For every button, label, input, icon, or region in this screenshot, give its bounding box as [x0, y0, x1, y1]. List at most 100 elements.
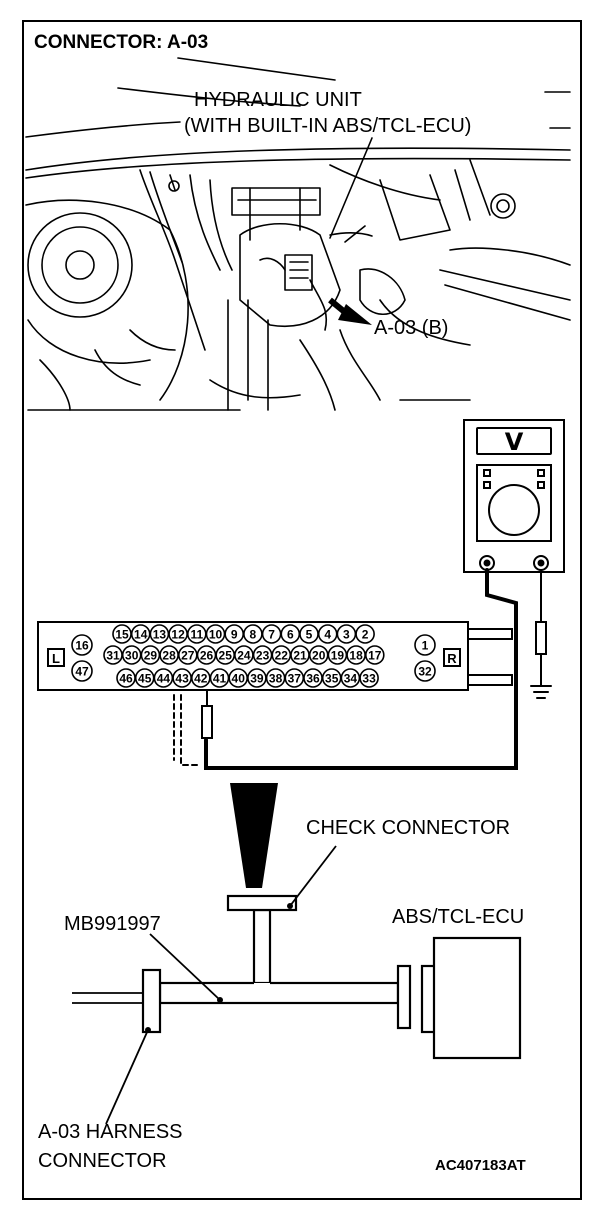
pin-2: 2 — [355, 624, 375, 644]
harness-connector-label-line2: CONNECTOR — [38, 1150, 167, 1172]
pin-8-label: 8 — [250, 628, 257, 642]
pin-17: 17 — [364, 645, 385, 665]
pin-10-label: 10 — [209, 628, 223, 642]
pin-14: 14 — [130, 624, 151, 644]
pin-20: 20 — [308, 645, 329, 665]
pin-11: 11 — [187, 624, 207, 644]
meter-voltage-symbol: V — [505, 428, 524, 456]
pin-37-label: 37 — [288, 672, 302, 686]
pin-39-label: 39 — [250, 672, 264, 686]
pin-24-label: 24 — [237, 649, 251, 663]
pin-42-label: 42 — [194, 672, 208, 686]
pin-40: 40 — [228, 668, 248, 688]
check-connector-label: CHECK CONNECTOR — [306, 817, 511, 839]
pin-13: 13 — [149, 624, 170, 644]
pin-33: 33 — [359, 668, 379, 688]
pin-6: 6 — [280, 624, 301, 644]
pin-29: 29 — [140, 645, 161, 665]
pin-42: 42 — [191, 668, 211, 688]
pin-47-label: 47 — [75, 665, 89, 679]
pin-27: 27 — [178, 645, 198, 665]
harness-connector-label-line1: A-03 HARNESS — [38, 1121, 183, 1143]
pin-3: 3 — [336, 624, 357, 644]
pin-38-label: 38 — [269, 672, 283, 686]
pin-12: 12 — [168, 624, 188, 644]
pin-41: 41 — [209, 668, 230, 688]
pin-5: 5 — [299, 624, 319, 644]
pin-45-label: 45 — [138, 672, 152, 686]
connector-left-mark: L — [52, 651, 60, 666]
leader-dots — [145, 903, 293, 1033]
pin-32: 32 — [414, 660, 436, 682]
pin-19: 19 — [327, 645, 348, 665]
connector-arrow-indicator — [328, 297, 372, 325]
pin-46: 46 — [116, 668, 136, 688]
tool-number-label: MB991997 — [64, 913, 161, 935]
pin-19-label: 19 — [331, 649, 345, 663]
pin-41-label: 41 — [213, 672, 227, 686]
pin-14-label: 14 — [134, 628, 148, 642]
pin-20-label: 20 — [312, 649, 326, 663]
pin-44-label: 44 — [157, 672, 171, 686]
pin-1-label: 1 — [422, 639, 429, 653]
pin-43: 43 — [172, 668, 192, 688]
pin-32-label: 32 — [418, 665, 432, 679]
pin-25-label: 25 — [219, 649, 233, 663]
pin-47: 47 — [71, 660, 93, 682]
voltmeter — [463, 419, 565, 573]
hydraulic-unit-label-line1: HYDRAULIC UNIT — [194, 89, 362, 111]
pin-21: 21 — [290, 645, 310, 665]
pin-7: 7 — [261, 624, 282, 644]
pin-35: 35 — [321, 668, 342, 688]
pin-28: 28 — [159, 645, 179, 665]
pin-5-label: 5 — [306, 628, 313, 642]
pin-37: 37 — [284, 668, 305, 688]
pin-1: 1 — [414, 634, 436, 656]
pin-44: 44 — [153, 668, 174, 688]
pin-31: 31 — [103, 645, 123, 665]
pin-4: 4 — [317, 624, 338, 644]
pin-9: 9 — [224, 624, 244, 644]
pin-15-label: 15 — [115, 628, 129, 642]
pin-18: 18 — [346, 645, 366, 665]
wire-lines — [72, 845, 337, 1125]
pin-35-label: 35 — [325, 672, 339, 686]
pin-24: 24 — [234, 645, 254, 665]
figure-code: AC407183AT — [435, 1157, 526, 1174]
ecu-label: ABS/TCL-ECU — [392, 906, 525, 928]
pin-13-label: 13 — [153, 628, 167, 642]
pin-29-label: 29 — [144, 649, 158, 663]
pin-16-label: 16 — [75, 639, 89, 653]
meter-leads — [173, 568, 552, 770]
diagram-title: CONNECTOR: A-03 — [34, 32, 209, 53]
pin-36: 36 — [303, 668, 323, 688]
pin-36-label: 36 — [306, 672, 320, 686]
connector-a03-callout: A-03 (B) — [374, 317, 449, 339]
pin-38: 38 — [265, 668, 286, 688]
pin-33-label: 33 — [362, 672, 376, 686]
pin-4-label: 4 — [324, 628, 331, 642]
pin-10: 10 — [205, 624, 226, 644]
pin-23-label: 23 — [256, 649, 270, 663]
pin-9-label: 9 — [231, 628, 238, 642]
engine-bay-illustration — [25, 57, 571, 411]
pin-31-label: 31 — [106, 649, 120, 663]
pin-46-label: 46 — [119, 672, 133, 686]
pin-18-label: 18 — [349, 649, 363, 663]
pin-11-label: 11 — [190, 628, 203, 642]
pin-2-label: 2 — [362, 628, 369, 642]
pin-16: 16 — [71, 634, 93, 656]
pin-21-label: 21 — [293, 649, 307, 663]
check-connector-tool-assembly — [141, 894, 522, 1060]
pin-39: 39 — [247, 668, 267, 688]
connector-right-mark: R — [447, 651, 457, 666]
pin-26-label: 26 — [200, 649, 214, 663]
pin-15: 15 — [112, 624, 132, 644]
pin-25: 25 — [215, 645, 235, 665]
pin-30-label: 30 — [125, 649, 139, 663]
pin-26: 26 — [196, 645, 217, 665]
pin-6-label: 6 — [287, 628, 294, 642]
pin-22: 22 — [271, 645, 292, 665]
hydraulic-unit-label-line2: (WITH BUILT-IN ABS/TCL-ECU) — [184, 115, 472, 137]
